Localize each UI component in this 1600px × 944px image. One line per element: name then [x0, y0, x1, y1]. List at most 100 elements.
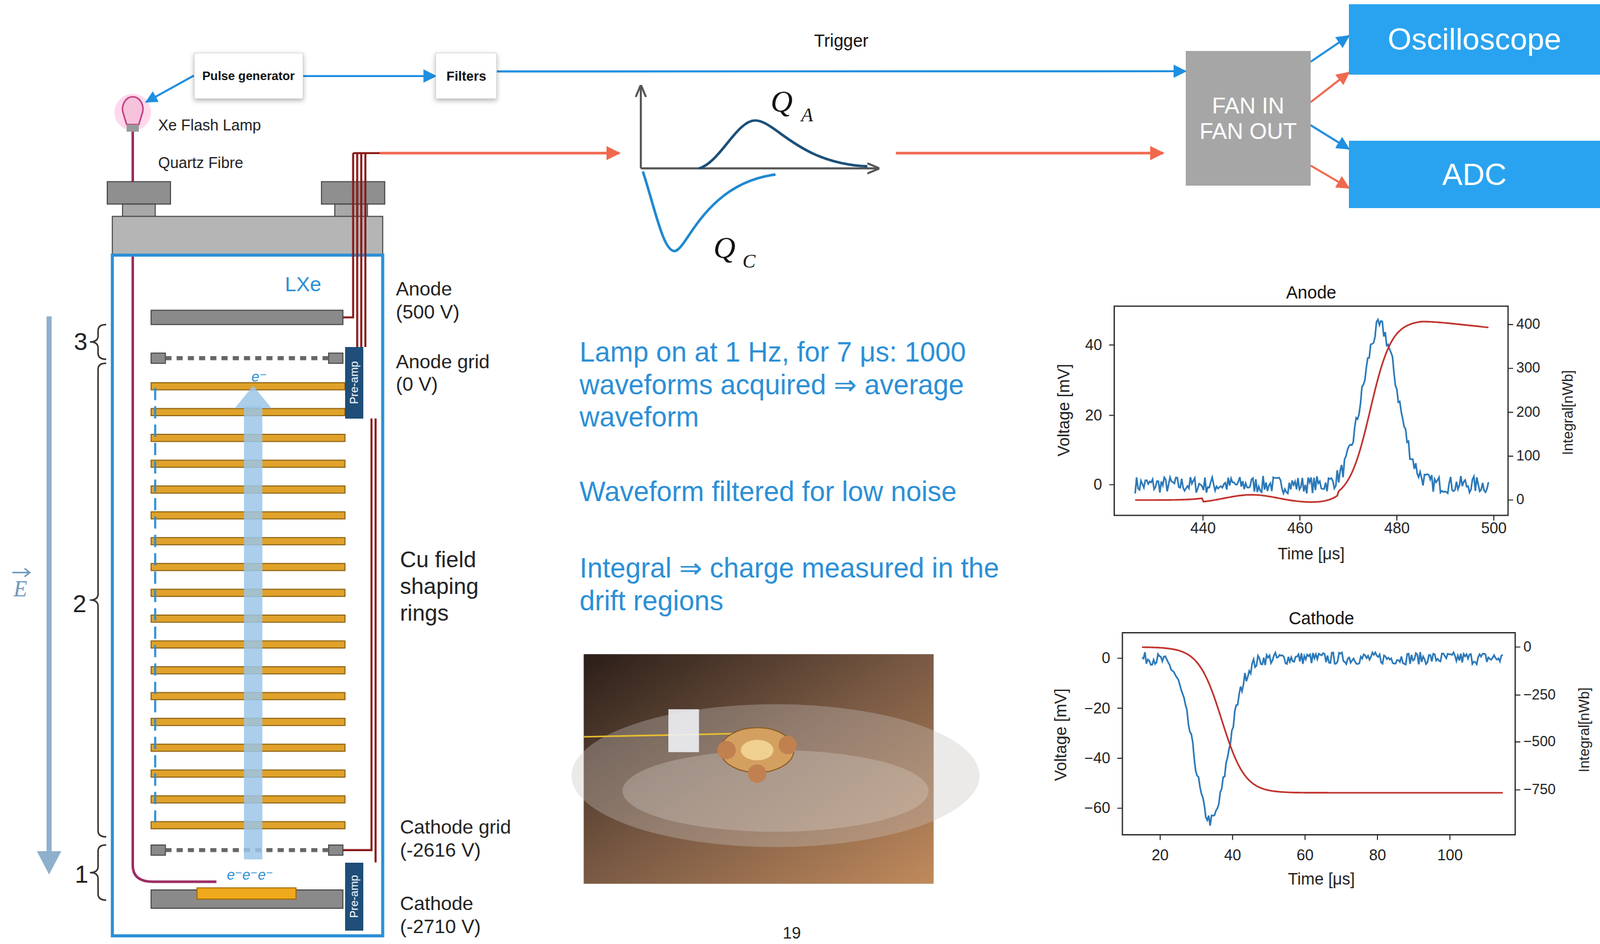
electrode-label: Cathode grid (-2616 V)	[400, 815, 544, 862]
grid-holder	[151, 844, 166, 856]
process-box: Pulse generator	[194, 52, 304, 99]
flash-lamp	[122, 96, 144, 125]
part-label: Cu field shaping rings	[400, 547, 523, 627]
flange-clamp	[107, 181, 171, 204]
axis-title: Voltage [mV]	[1051, 688, 1072, 782]
medium-label: LXe	[285, 272, 322, 298]
preamp-box: Pre-amp	[345, 862, 364, 932]
signal-connector	[303, 75, 437, 78]
anode-pulse-sketch	[698, 120, 868, 169]
electrode-label: Anode grid (0 V)	[396, 350, 498, 397]
top-flange	[112, 216, 383, 256]
signal-subscript: A	[801, 103, 814, 127]
node-text: FAN IN FAN OUT	[1191, 92, 1305, 145]
cathode-pulse-sketch	[642, 171, 776, 252]
vector-mark	[12, 568, 30, 577]
tick-label: −60	[1084, 799, 1111, 818]
region-number: 1	[74, 860, 88, 890]
lamp-drive-arrow	[146, 75, 195, 102]
chart-title: Anode	[1286, 282, 1337, 304]
lamp-base	[126, 124, 139, 132]
tick-label: −20	[1084, 699, 1111, 718]
tick-label: 40	[1085, 336, 1103, 355]
electrode-label: Cathode (-2710 V)	[400, 892, 513, 938]
note: Waveform filtered for low noise	[579, 475, 1029, 509]
signal-wire	[356, 152, 358, 347]
anode-grid	[165, 356, 329, 361]
axis-title: Integral[nWb]	[1576, 687, 1594, 773]
signal-arrow	[379, 151, 620, 155]
node-text: Pre-amp	[347, 875, 361, 919]
tick-label: 60	[1296, 846, 1314, 865]
signal-name: Q	[770, 83, 793, 121]
signal-subscript: C	[742, 249, 756, 273]
tick-label: 200	[1516, 403, 1540, 421]
grid-holder	[151, 352, 166, 364]
electrode-label: Anode (500 V)	[396, 278, 478, 324]
waveform	[1142, 652, 1503, 826]
process-box: Filters	[435, 52, 497, 99]
tick-label: 400	[1516, 315, 1540, 333]
preamp-box: Pre-amp	[345, 346, 364, 419]
device-box: Oscilloscope	[1348, 4, 1600, 75]
tick-label: 500	[1481, 519, 1507, 538]
signal-wire	[365, 152, 376, 862]
signal-name: Q	[713, 229, 736, 267]
region-brace	[89, 363, 107, 837]
axis-title: Voltage [mV]	[1054, 363, 1075, 457]
note: Integral ⇒ charge measured in the drift …	[579, 551, 1029, 617]
note: Lamp on at 1 Hz, for 7 μs: 1000 waveform…	[579, 336, 1029, 434]
signal-connector	[1310, 35, 1349, 62]
region-brace	[89, 844, 107, 901]
node-text: Pre-amp	[347, 360, 361, 404]
anode-plate	[151, 309, 343, 325]
hv-wire	[342, 152, 372, 850]
device-box: ADC	[1348, 140, 1600, 209]
tick-label: 80	[1368, 846, 1386, 865]
resistor-chain	[154, 387, 156, 825]
tick-label: −250	[1523, 686, 1556, 704]
setup-photo	[571, 653, 980, 884]
electron-label: e⁻e⁻e⁻	[226, 867, 274, 885]
page-number: 19	[783, 924, 802, 944]
tick-label: 480	[1384, 519, 1410, 538]
field-label: E	[13, 575, 28, 603]
waveform	[1135, 319, 1489, 494]
signal-connector	[496, 70, 1186, 73]
tick-label: 0	[1093, 475, 1103, 494]
plot-frame	[1122, 632, 1516, 835]
tick-label: 460	[1287, 519, 1313, 538]
node-text: Filters	[446, 68, 487, 84]
node-text: Oscilloscope	[1387, 21, 1562, 58]
region-brace	[89, 324, 107, 360]
grid-holder	[328, 844, 344, 856]
lamp-label: Xe Flash Lamp	[158, 116, 262, 135]
tick-label: −500	[1523, 733, 1556, 751]
signal-connector	[1310, 124, 1349, 149]
drift-arrow	[243, 406, 263, 860]
field-arrow	[46, 315, 52, 855]
tick-label: 0	[1523, 638, 1532, 656]
field-arrow-head	[36, 850, 62, 875]
axis	[639, 85, 642, 169]
tick-label: 100	[1516, 447, 1540, 465]
signal-connector	[1310, 72, 1349, 102]
tick-label: −750	[1523, 781, 1556, 799]
node-text: Pulse generator	[201, 69, 295, 84]
signal-wire	[342, 152, 353, 318]
axis-title: Time [μs]	[1288, 869, 1355, 890]
tick-label: 20	[1085, 406, 1103, 425]
tick-label: −40	[1084, 749, 1111, 768]
cryostat-vessel	[112, 255, 383, 936]
plot-frame	[1114, 306, 1508, 516]
field-ring	[151, 382, 346, 390]
tick-label: 440	[1190, 519, 1217, 538]
integral-curve	[1142, 647, 1503, 793]
photocathode	[197, 887, 296, 899]
fan-box: FAN IN FAN OUT	[1185, 50, 1311, 186]
axis-title: Time [μs]	[1277, 544, 1345, 565]
integral-curve	[1135, 321, 1489, 502]
axis-title: Integral[nWb]	[1559, 369, 1577, 455]
edge-label: Trigger	[811, 30, 871, 51]
tick-label: 0	[1516, 491, 1525, 509]
